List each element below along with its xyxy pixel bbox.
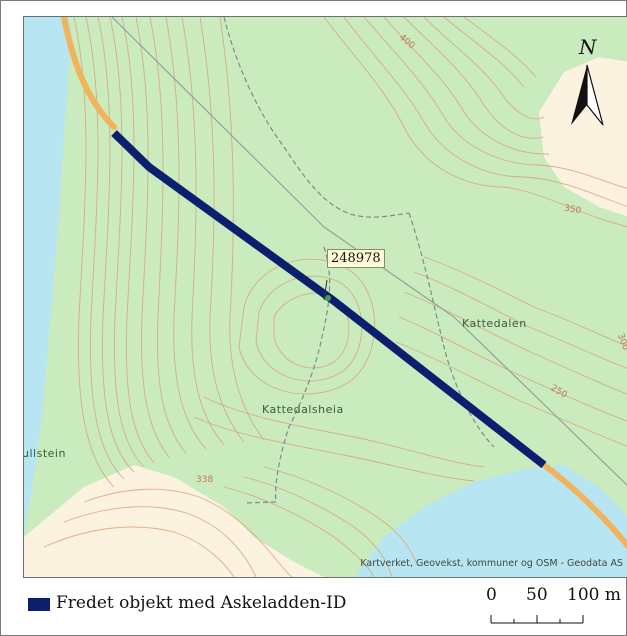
road-south [541,462,627,550]
scale-label-0: 0 [486,585,497,605]
bare-ground-north [539,57,627,217]
power-line [111,17,627,486]
map-view[interactable]: 248978 Kattedalen Kattedalsheia ullstein… [23,16,627,578]
scale-label-50: 50 [526,585,548,605]
water-bottom [354,465,627,577]
trails [223,17,495,504]
feature-marker [325,295,331,301]
map-legend: Fredet objekt med Askeladden-ID 0 50 100… [23,579,627,635]
map-canvas[interactable] [24,17,627,577]
scale-bar-graphic [490,615,584,624]
road-north [61,17,117,130]
place-label-kattedalen: Kattedalen [462,317,527,330]
bare-ground-south [24,465,324,577]
north-letter: N [579,35,597,59]
protected-feature-line [111,130,547,469]
map-attribution: Kartverket, Geovekst, kommuner og OSM - … [360,558,623,569]
north-arrow: N [557,35,617,132]
feature-id-callout[interactable]: 248978 [327,249,385,268]
place-label-kattedalsheia: Kattedalsheia [262,403,344,416]
legend-swatch [28,598,50,611]
legend-label: Fredet objekt med Askeladden-ID [56,593,347,613]
contour-label-338: 338 [196,475,214,485]
place-label-ulstein: ullstein [23,447,66,460]
scale-bar: 0 50 100 m [483,585,621,630]
north-arrow-icon [571,64,604,126]
scale-label-100: 100 m [567,585,621,605]
callout-leader [323,279,328,301]
water-left [24,17,72,537]
